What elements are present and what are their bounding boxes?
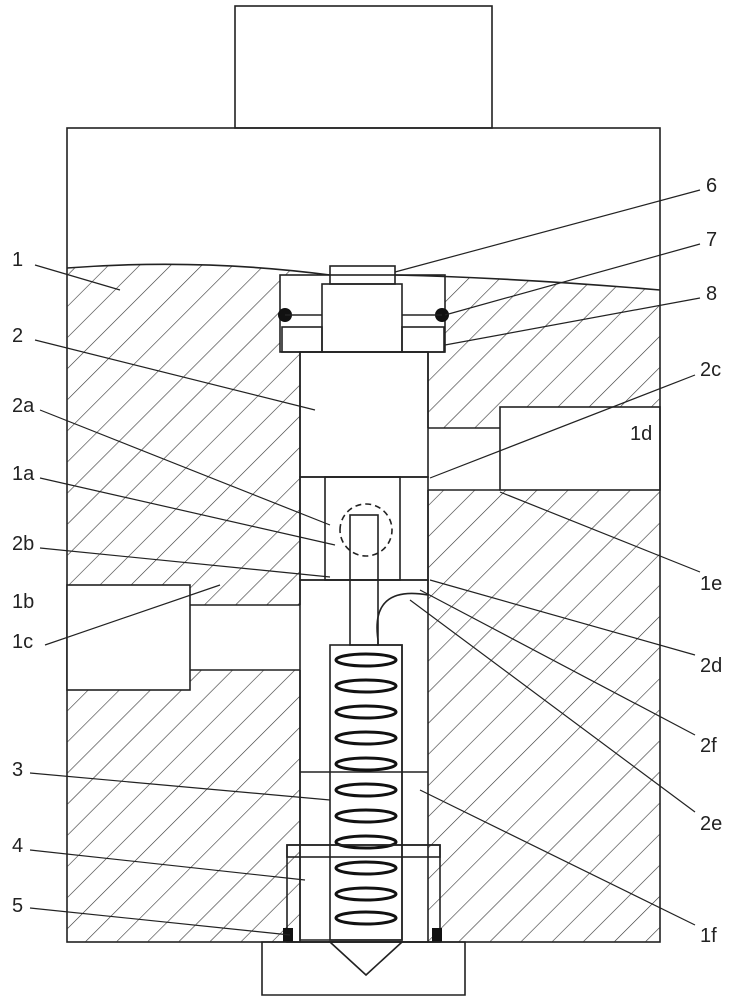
body-section-hatch xyxy=(67,264,330,943)
label-2c: 2c xyxy=(700,359,721,381)
label-2b: 2b xyxy=(12,533,34,555)
spring-3 xyxy=(334,652,398,926)
label-2d: 2d xyxy=(700,655,722,677)
label-2a: 2a xyxy=(12,395,35,417)
bottom-plug xyxy=(261,941,466,996)
label-2f: 2f xyxy=(700,735,717,757)
label-1f: 1f xyxy=(700,925,717,947)
label-1: 1 xyxy=(12,249,23,271)
label-3: 3 xyxy=(12,759,23,781)
port-1d xyxy=(499,406,661,491)
label-5: 5 xyxy=(12,895,23,917)
top-cap xyxy=(234,5,493,129)
label-1e: 1e xyxy=(700,573,722,595)
label-2e: 2e xyxy=(700,813,722,835)
label-2: 2 xyxy=(12,325,23,347)
label-8: 8 xyxy=(706,283,717,305)
label-1a: 1a xyxy=(12,463,35,485)
label-1d: 1d xyxy=(630,423,652,445)
leader-lines xyxy=(29,189,701,936)
label-7: 7 xyxy=(706,229,717,251)
label-4: 4 xyxy=(12,835,23,857)
washer-8-right xyxy=(401,326,445,353)
label-1b: 1b xyxy=(12,591,34,613)
spool-2 xyxy=(299,351,429,478)
seal-5-right xyxy=(432,928,442,942)
label-1c: 1c xyxy=(12,631,33,653)
spool-lower xyxy=(299,579,429,941)
body-section-hatch-right xyxy=(395,275,660,942)
plug-4 xyxy=(286,844,441,943)
label-6: 6 xyxy=(706,175,717,197)
washer-8-left xyxy=(281,326,323,353)
